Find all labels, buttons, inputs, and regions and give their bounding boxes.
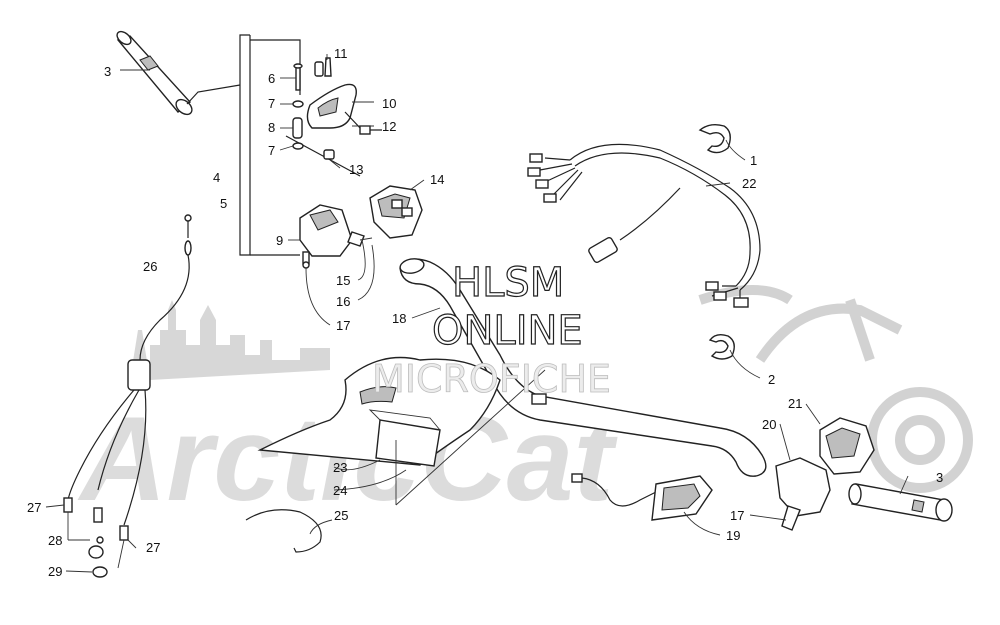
- callout-21: 21: [788, 396, 802, 411]
- callout-15: 15: [336, 273, 350, 288]
- callout-28: 28: [48, 533, 62, 548]
- callout-26: 26: [143, 259, 157, 274]
- callout-10: 10: [382, 96, 396, 111]
- brake-lever-parts: [292, 57, 382, 160]
- callout-2: 2: [768, 372, 775, 387]
- callout-9: 9: [276, 233, 283, 248]
- callout-27a: 27: [27, 500, 41, 515]
- callout-18: 18: [392, 311, 406, 326]
- callout-17b: 17: [730, 508, 744, 523]
- wire-harness: [527, 123, 761, 360]
- throttle-assembly: [775, 417, 953, 531]
- callout-8: 8: [268, 120, 275, 135]
- overlay-microfiche-text: MICROFICHE: [372, 357, 611, 401]
- callout-12: 12: [382, 119, 396, 134]
- callout-3b: 3: [936, 470, 943, 485]
- callout-4: 4: [213, 170, 220, 185]
- callout-17a: 17: [336, 318, 350, 333]
- callout-6: 6: [268, 71, 275, 86]
- callout-11: 11: [334, 46, 348, 61]
- callout-27b: 27: [146, 540, 160, 555]
- callout-3a: 3: [104, 64, 111, 79]
- callout-23: 23: [333, 460, 347, 475]
- leader-lines: [45, 54, 909, 573]
- callout-20: 20: [762, 417, 776, 432]
- callout-19: 19: [726, 528, 740, 543]
- switch-housing-left: [299, 204, 373, 269]
- callout-24: 24: [333, 483, 347, 498]
- callout-7a: 7: [268, 96, 275, 111]
- overlay-hlsm-text: HLSM: [452, 260, 564, 306]
- grip-left: [116, 30, 241, 116]
- handlebar: [399, 258, 767, 477]
- switch-housing-right-upper: [369, 185, 423, 239]
- callout-1: 1: [750, 153, 757, 168]
- callout-22: 22: [742, 176, 756, 191]
- callout-labels: 3 11 6 7 10 8 12 7 13 4 14 5 9 26 15 16 …: [27, 46, 943, 579]
- callout-25: 25: [334, 508, 348, 523]
- callout-5: 5: [220, 196, 227, 211]
- clip-25: [245, 509, 322, 553]
- hlsm-overlay: HLSM ONLINE MICROFICHE: [372, 259, 612, 401]
- callout-13: 13: [349, 162, 363, 177]
- callout-7b: 7: [268, 143, 275, 158]
- callout-16: 16: [336, 294, 350, 309]
- handlebar-pad: [257, 356, 546, 506]
- callout-14: 14: [430, 172, 444, 187]
- overlay-online-text: ONLINE: [432, 308, 583, 354]
- heater-element: [571, 473, 713, 521]
- callout-29: 29: [48, 564, 62, 579]
